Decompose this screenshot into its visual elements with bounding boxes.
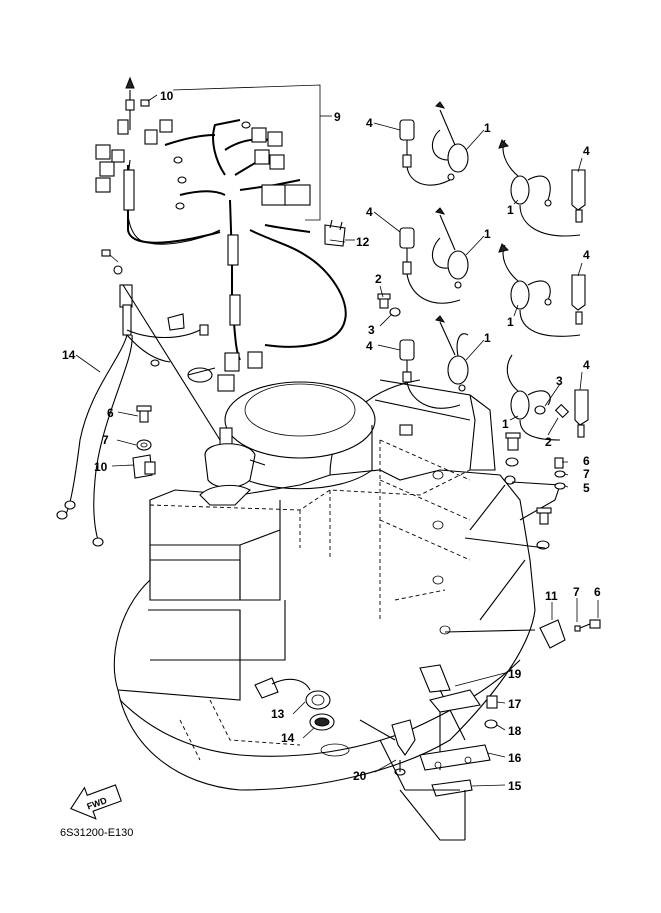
callout-6-b: 6 bbox=[583, 454, 590, 468]
callout-3-a: 3 bbox=[368, 323, 375, 337]
left-fasteners bbox=[132, 405, 156, 479]
fwd-arrow-icon: FWD bbox=[69, 784, 122, 820]
drawing-code: 6S31200-E130 bbox=[60, 827, 133, 839]
callout-labels: 10 9 4 1 4 1 4 1 12 4 2 1 3 1 4 14 4 3 6… bbox=[62, 89, 601, 793]
callout-20: 20 bbox=[353, 769, 367, 783]
callout-2-a: 2 bbox=[375, 272, 382, 286]
ignition-coils bbox=[399, 101, 589, 441]
callout-9: 10 bbox=[160, 89, 174, 103]
callout-7-a: 7 bbox=[102, 433, 109, 447]
sensor-cable bbox=[56, 249, 209, 547]
fasteners-coils bbox=[377, 293, 570, 419]
callout-10-a: 10 bbox=[94, 460, 108, 474]
callout-19: 19 bbox=[508, 667, 522, 681]
callout-12: 14 bbox=[62, 348, 76, 362]
callout-1-b: 1 bbox=[507, 203, 514, 217]
leader-lines bbox=[75, 122, 583, 787]
callout-16: 16 bbox=[508, 751, 522, 765]
callout-11: 12 bbox=[356, 235, 370, 249]
callout-1-d: 1 bbox=[507, 315, 514, 329]
callout-1-e: 1 bbox=[484, 331, 491, 345]
callout-4-a: 4 bbox=[366, 116, 373, 130]
callout-3-b: 3 bbox=[556, 374, 563, 388]
callout-8: 9 bbox=[334, 110, 341, 124]
fuel-pump bbox=[122, 284, 266, 506]
callout-4-f: 4 bbox=[583, 358, 590, 372]
right-fasteners bbox=[444, 432, 601, 649]
callout-13: 13 bbox=[271, 707, 285, 721]
callout-7-c: 7 bbox=[573, 585, 580, 599]
callout-6-a: 6 bbox=[107, 406, 114, 420]
callout-17: 17 bbox=[508, 697, 522, 711]
callout-4-e: 4 bbox=[366, 339, 373, 353]
callout-6-c: 6 bbox=[594, 585, 601, 599]
callout-18: 18 bbox=[508, 724, 522, 738]
wiring-harness bbox=[95, 76, 347, 392]
callout-7-b: 7 bbox=[583, 467, 590, 481]
callout-4-c: 4 bbox=[366, 205, 373, 219]
callout-4-b: 4 bbox=[583, 144, 590, 158]
harness-clip bbox=[324, 219, 355, 247]
callout-15: 15 bbox=[508, 779, 522, 793]
callout-2-b: 2 bbox=[545, 435, 552, 449]
callout-1-f: 1 bbox=[502, 417, 509, 431]
callout-10-b: 11 bbox=[545, 589, 558, 603]
callout-4-d: 4 bbox=[583, 248, 590, 262]
callout-1-c: 1 bbox=[484, 227, 491, 241]
bottom-brackets bbox=[254, 664, 498, 841]
callout-1-a: 1 bbox=[484, 121, 491, 135]
callout-5: 5 bbox=[583, 481, 590, 495]
callout-14: 14 bbox=[281, 731, 295, 745]
